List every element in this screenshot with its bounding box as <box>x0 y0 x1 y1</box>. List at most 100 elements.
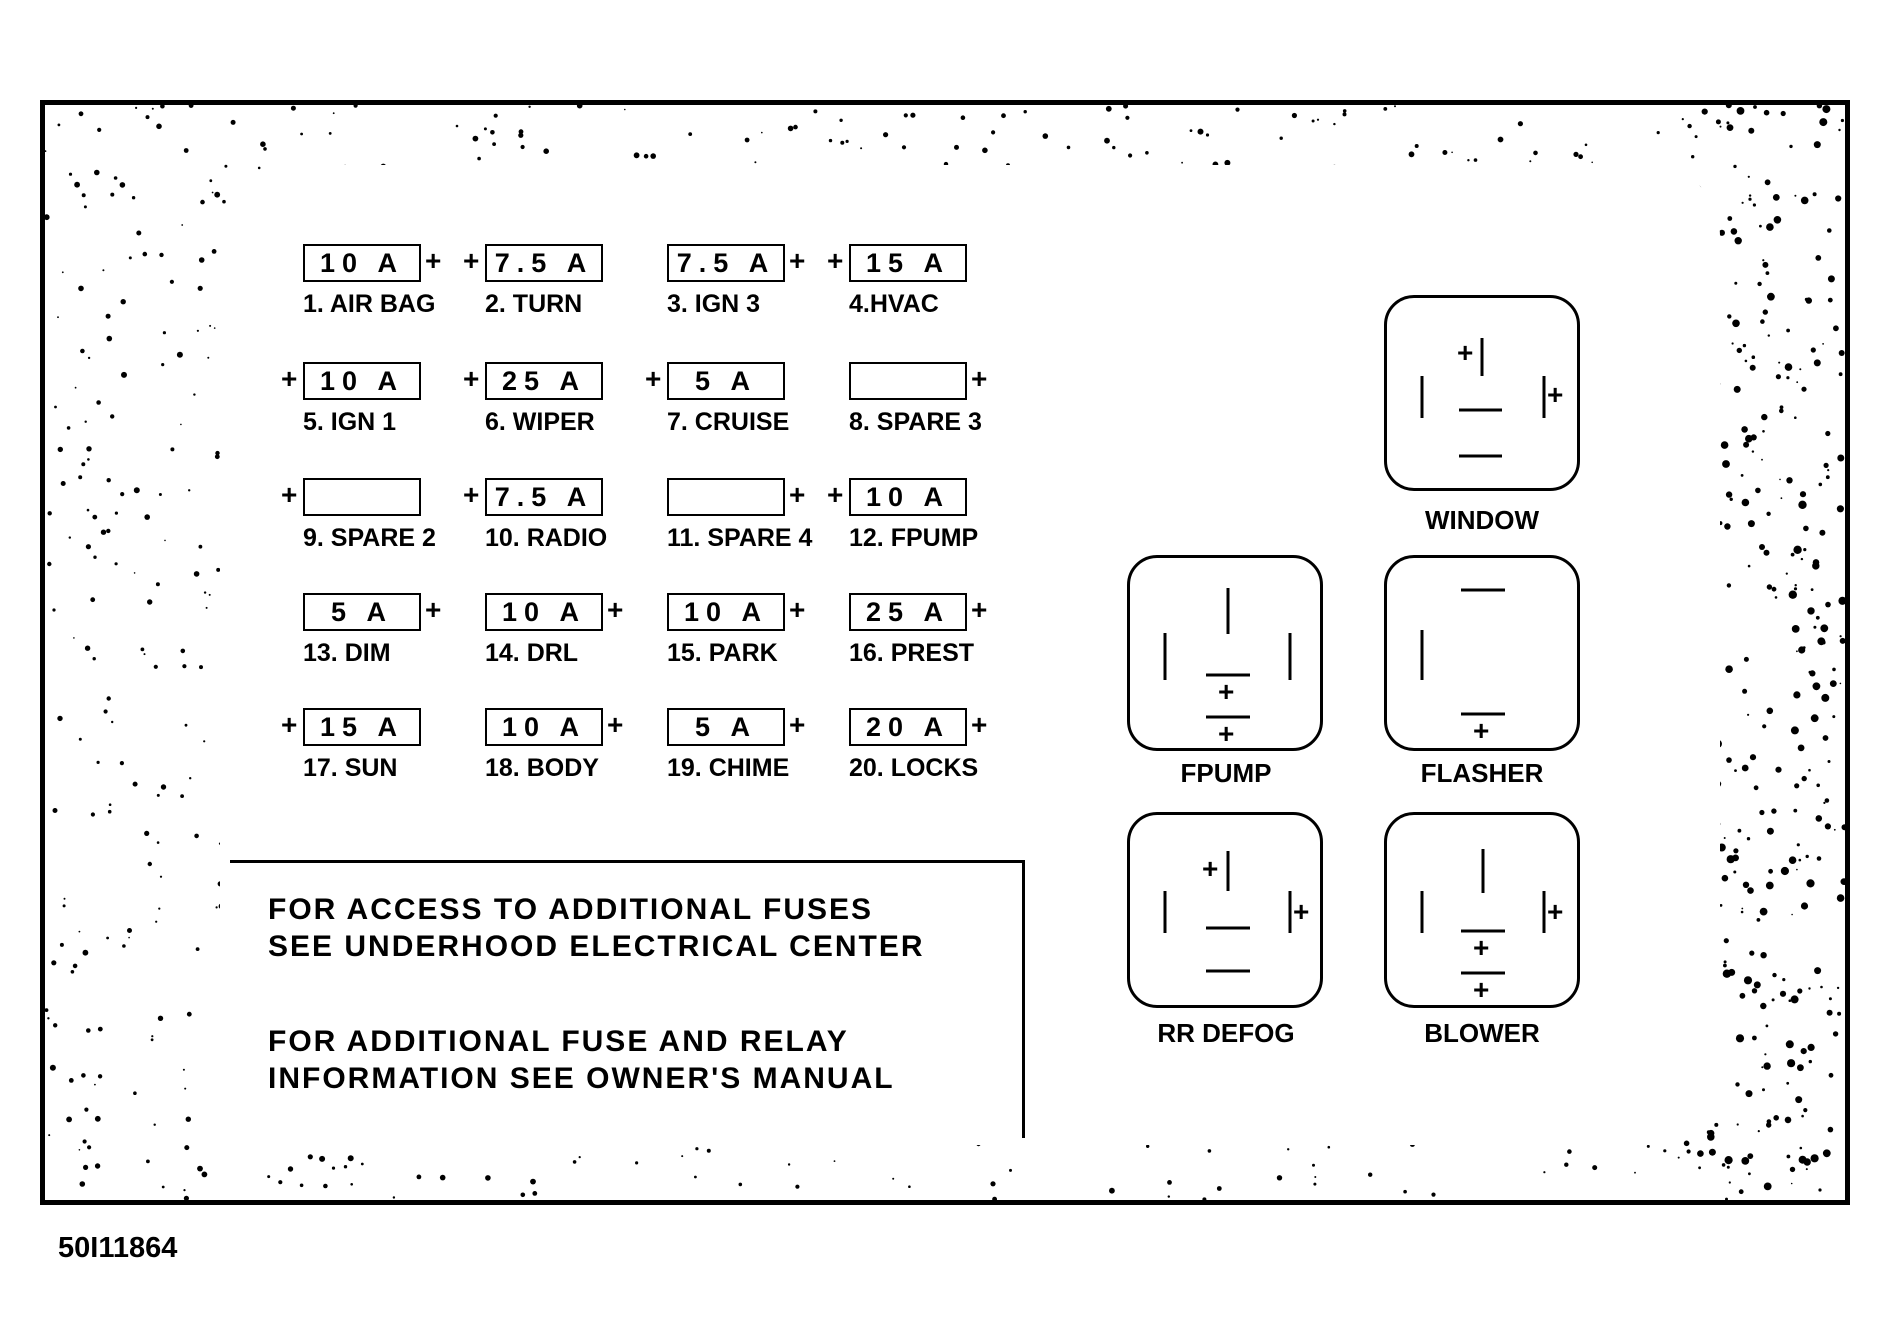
speckle-dot <box>1207 1149 1212 1153</box>
speckle-dot <box>1779 478 1781 481</box>
speckle-dot <box>307 1154 313 1160</box>
fuse-rating: 10 A <box>303 244 421 282</box>
speckle-dot <box>1753 105 1757 109</box>
speckle-dot <box>299 1183 304 1188</box>
speckle-dot <box>1723 963 1727 968</box>
speckle-dot <box>1737 828 1742 833</box>
fuse-rating: 5 A <box>303 593 421 631</box>
speckle-dot <box>160 105 165 109</box>
speckle-dot <box>1739 992 1746 999</box>
speckle-dot <box>1794 584 1797 587</box>
speckle-dot <box>1567 1149 1572 1154</box>
speckle-dot <box>1746 837 1751 841</box>
speckle-dot <box>182 664 187 669</box>
speckle-dot <box>1749 754 1757 761</box>
fuse-14: 10 A + 14. DRL <box>463 593 643 673</box>
speckle-dot <box>1197 128 1204 135</box>
speckle-dot <box>1819 118 1828 127</box>
speckle-dot <box>1414 144 1419 148</box>
speckle-dot <box>347 1155 354 1162</box>
speckle-dot <box>694 1175 697 1179</box>
speckle-dot <box>1707 1133 1715 1141</box>
speckle-dot <box>180 648 186 654</box>
speckle-dot <box>1839 635 1842 638</box>
speckle-dot <box>106 335 113 342</box>
fuse-13: 5 A + 13. DIM <box>281 593 461 673</box>
speckle-dot <box>78 285 84 292</box>
speckle-dot <box>1768 868 1773 874</box>
speckle-dot <box>60 481 66 486</box>
speckle-dot <box>1291 112 1297 119</box>
fuse-15: 10 A + 15. PARK <box>645 593 825 673</box>
speckle-dot <box>1167 1180 1172 1185</box>
speckle-dot <box>201 1171 208 1178</box>
speckle-dot <box>1543 1171 1546 1174</box>
speckle-dot <box>1742 343 1747 348</box>
speckle-dot <box>155 920 158 923</box>
speckle-dot <box>1800 902 1809 910</box>
speckle-dot <box>1763 1182 1772 1191</box>
speckle-dot <box>1181 161 1183 164</box>
speckle-dot <box>144 514 150 520</box>
speckle-dot <box>161 1185 165 1189</box>
speckle-dot <box>787 1163 791 1166</box>
speckle-dot <box>1799 491 1807 498</box>
speckle-dot <box>176 351 183 358</box>
fuse-label: 13. DIM <box>303 639 391 667</box>
speckle-dot <box>1748 197 1752 201</box>
notice-line-2: SEE UNDERHOOD ELECTRICAL CENTER <box>268 930 925 963</box>
speckle-dot <box>572 1160 577 1164</box>
speckle-dot <box>1744 359 1748 363</box>
fuse-2: + 7.5 A 2. TURN <box>463 244 643 324</box>
speckle-dot <box>196 329 199 332</box>
fuse-label: 19. CHIME <box>667 754 790 782</box>
speckle-dot <box>106 528 111 534</box>
speckle-dot <box>1683 1140 1690 1147</box>
speckle-dot <box>1835 195 1842 202</box>
speckle-dot <box>1720 441 1729 449</box>
speckle-dot <box>1592 1165 1598 1171</box>
speckle-dot <box>1342 109 1347 113</box>
speckle-dot <box>113 176 118 180</box>
speckle-dot <box>1763 549 1770 556</box>
speckle-dot <box>1818 1188 1822 1192</box>
speckle-dot <box>1812 562 1820 570</box>
speckle-dot <box>180 794 185 798</box>
fuse-rating: 7.5 A <box>485 244 603 282</box>
speckle-dot <box>1786 1081 1790 1085</box>
speckle-dot <box>120 492 125 497</box>
relay-plus: + <box>1457 337 1473 368</box>
speckle-dot <box>1742 881 1750 888</box>
speckle-dot <box>51 960 57 966</box>
speckle-dot <box>110 192 115 197</box>
speckle-dot <box>754 161 757 164</box>
speckle-dot <box>78 111 84 117</box>
fuse-rating: 25 A <box>849 593 967 631</box>
speckle-dot <box>74 386 77 389</box>
speckle-dot <box>151 1035 154 1038</box>
speckle-dot <box>343 1165 348 1169</box>
speckle-dot <box>1725 105 1732 109</box>
fuse-rating: 5 A <box>667 708 785 746</box>
relay-plus: + <box>1293 896 1309 927</box>
speckle-dot <box>840 140 845 145</box>
speckle-dot <box>1747 713 1750 716</box>
speckle-dot <box>1822 1149 1831 1158</box>
speckle-dot <box>86 446 92 452</box>
relay-fpump: + + <box>1127 555 1323 751</box>
speckle-dot <box>47 561 52 567</box>
fuse-label: 9. SPARE 2 <box>303 524 436 552</box>
speckle-dot <box>133 1091 137 1095</box>
speckle-dot <box>1833 325 1839 332</box>
speckle-dot <box>1790 726 1799 735</box>
speckle-dot <box>150 1038 154 1042</box>
speckle-dot <box>81 193 86 198</box>
speckle-dot <box>1762 259 1765 262</box>
speckle-dot <box>650 153 656 159</box>
speckle-dot <box>1451 151 1453 154</box>
speckle-dot <box>1807 1043 1815 1051</box>
relay-fpump-label: FPUMP <box>1180 758 1272 788</box>
speckle-dot <box>147 861 152 867</box>
speckle-dot <box>1796 868 1798 871</box>
speckle-dot <box>1775 766 1782 773</box>
